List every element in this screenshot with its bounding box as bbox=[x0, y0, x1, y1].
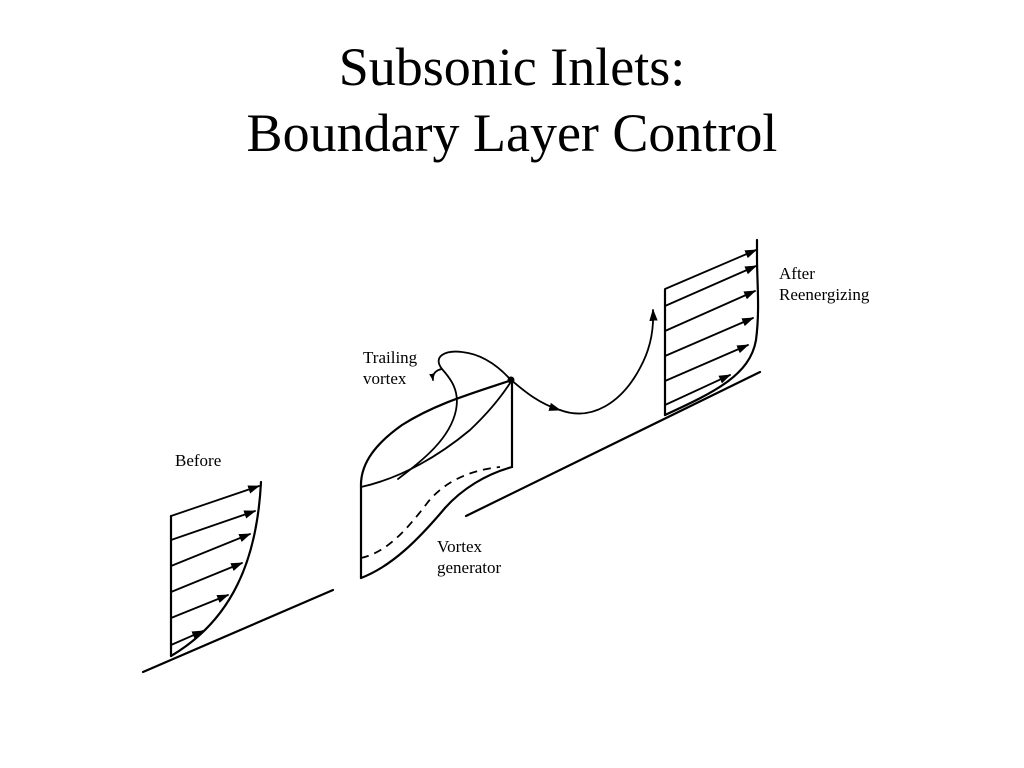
wall-line-left bbox=[141, 588, 335, 674]
label-after-line1: After bbox=[779, 264, 815, 283]
before-velocity-profile bbox=[169, 480, 263, 658]
before-arrow-6 bbox=[170, 485, 261, 517]
label-trailing-vortex-line1: Trailing bbox=[363, 348, 418, 367]
vane-inner-top-curve bbox=[360, 379, 513, 488]
after-velocity-profile bbox=[663, 238, 760, 417]
title-line-1: Subsonic Inlets: bbox=[338, 37, 686, 97]
vortex-generator-vane bbox=[359, 378, 514, 580]
trailing-vortex-path bbox=[397, 308, 658, 480]
vortex-loop bbox=[397, 350, 511, 480]
vane-bottom-edge bbox=[359, 465, 514, 580]
vortex-downstream bbox=[509, 378, 562, 411]
after-arrow-6 bbox=[664, 249, 758, 290]
before-arrow-1 bbox=[170, 630, 205, 646]
before-arrow-2 bbox=[170, 594, 230, 619]
before-arrow-3 bbox=[170, 562, 244, 593]
vane-hidden-base bbox=[360, 466, 501, 559]
before-profile-curve bbox=[169, 480, 263, 658]
slide-title: Subsonic Inlets: Boundary Layer Control bbox=[0, 34, 1024, 166]
vortex-downstream-rise bbox=[559, 308, 658, 415]
title-line-2: Boundary Layer Control bbox=[246, 103, 778, 163]
before-arrow-4 bbox=[170, 533, 252, 567]
vortex-origin-dot bbox=[507, 376, 515, 384]
label-before: Before bbox=[175, 451, 221, 470]
after-arrow-5 bbox=[664, 265, 758, 307]
after-profile-curve bbox=[663, 256, 760, 417]
vortex-loop-hook bbox=[429, 368, 443, 381]
wall-line-right bbox=[464, 370, 762, 518]
after-arrow-3 bbox=[664, 317, 755, 357]
label-trailing-vortex-line2: vortex bbox=[363, 369, 407, 388]
label-vortex-generator-line2: generator bbox=[437, 558, 502, 577]
after-arrow-2 bbox=[664, 344, 750, 382]
after-arrow-1 bbox=[664, 374, 732, 406]
before-arrow-5 bbox=[170, 510, 257, 541]
vane-top-edge bbox=[359, 378, 514, 489]
label-vortex-generator-line1: Vortex bbox=[437, 537, 483, 556]
after-arrow-4 bbox=[664, 290, 757, 332]
label-after-line2: Reenergizing bbox=[779, 285, 870, 304]
